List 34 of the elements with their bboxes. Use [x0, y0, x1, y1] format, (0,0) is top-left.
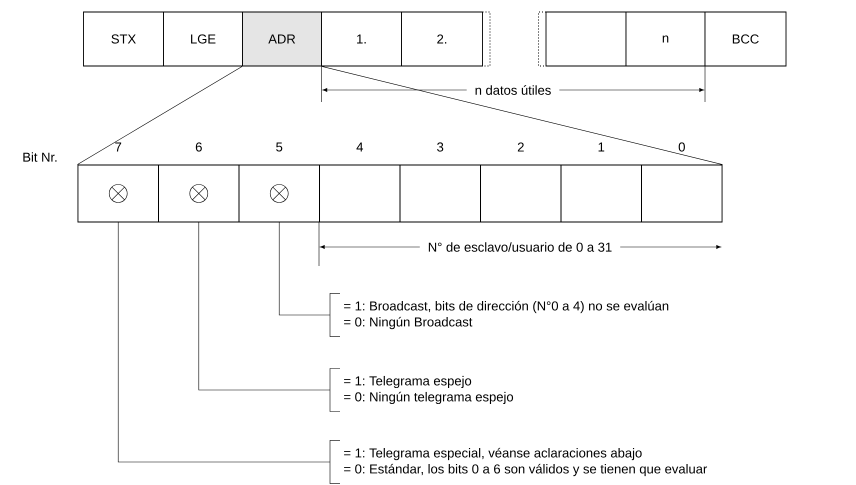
frame-cell: BCC: [704, 12, 786, 66]
axis-label: Bit Nr.: [23, 152, 57, 162]
bit-number: 1: [598, 142, 604, 152]
frame-cell: 2.: [401, 12, 483, 66]
frame-cell: 1.: [321, 12, 402, 66]
bit-cell: [158, 164, 240, 222]
bit-cell: [78, 164, 159, 222]
dimension-label: n datos útiles: [466, 80, 560, 100]
bracket-note: = 1: Telegrama especial, véanse aclaraciones abajo = 0: Estándar, los bits 0 a 6 son válidos y se tienen que evaluar: [330, 440, 708, 484]
bit-cell: [480, 164, 562, 222]
bracket-note: = 1: Broadcast, bits de dirección (N°0 a 4) no se evalúan = 0: Ningún Broadcast: [330, 293, 668, 337]
frame-cell: n: [626, 12, 706, 66]
bracket-note: = 1: Telegrama espejo = 0: Ningún telegrama espejo: [330, 368, 514, 412]
bit-cell: [560, 164, 642, 222]
bit-cell: [238, 164, 320, 222]
bit-cell: [319, 164, 400, 222]
bit-number: 7: [115, 142, 122, 152]
leader-line: [118, 222, 330, 462]
bit-cell: [641, 164, 722, 222]
dimension-label: N° de esclavo/usuario de 0 a 31: [420, 238, 620, 256]
bit-number: 0: [678, 142, 685, 152]
frame-cell: LGE: [163, 12, 243, 66]
bit-number: 2: [518, 142, 524, 152]
zoom-line: [77, 66, 242, 165]
leader-line: [278, 222, 330, 316]
frame-cell: STX: [83, 12, 164, 66]
bit-number: 5: [276, 142, 282, 152]
frame-cell: ADR: [242, 12, 322, 66]
bit-number: 3: [437, 142, 444, 152]
bit-cell: [400, 164, 481, 222]
bit-number: 6: [196, 142, 202, 152]
leader-line: [198, 222, 330, 390]
bit-number: 4: [356, 142, 364, 152]
zoom-line: [322, 66, 723, 165]
